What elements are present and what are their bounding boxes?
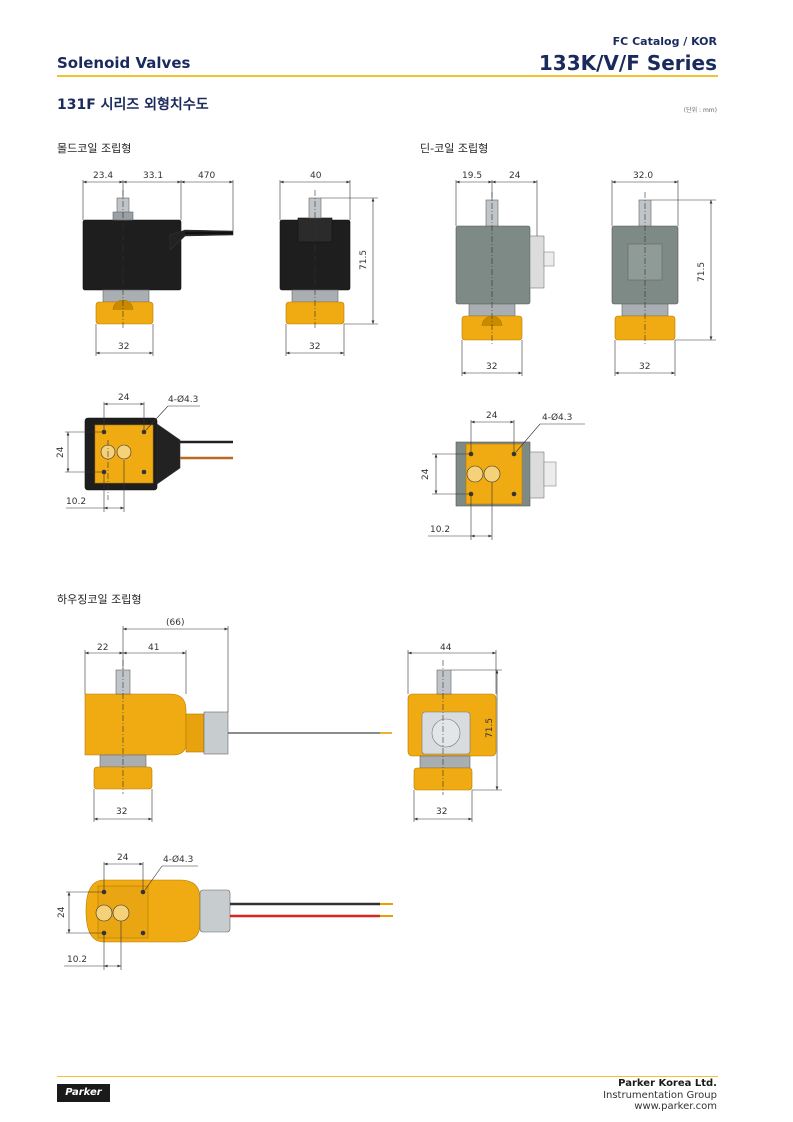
section-molded-coil: 몰드코일 조립형	[57, 142, 132, 155]
footer-company: Parker Korea Ltd.	[618, 1078, 717, 1089]
dim-label: 24	[56, 446, 66, 458]
dim-label: 32.0	[633, 171, 653, 181]
housing-top-view	[64, 862, 393, 970]
dim-label: 23.4	[93, 171, 113, 181]
dim-label: 32	[639, 362, 650, 372]
dim-label: 32	[309, 342, 320, 352]
section-din-coil: 딘-코일 조립형	[420, 142, 489, 155]
dim-label: 44	[440, 643, 452, 653]
molded-side-view	[279, 180, 378, 356]
dim-label: 10.2	[67, 955, 87, 965]
dim-label: 32	[436, 807, 447, 817]
dim-label: 32	[118, 342, 129, 352]
dim-label: 24	[118, 393, 130, 403]
header-section-label: Solenoid Valves	[57, 54, 191, 72]
din-side-view	[611, 180, 716, 376]
section-housing-coil: 하우징코일 조립형	[57, 593, 142, 606]
dim-label: 32	[486, 362, 497, 372]
dim-label: 10.2	[66, 497, 86, 507]
header-divider	[57, 75, 718, 77]
dim-label: 19.5	[462, 171, 482, 181]
dim-label: 4-Ø4.3	[542, 412, 572, 423]
unit-note: (단위 : mm)	[683, 107, 717, 114]
dimension-labels: 23.4 33.1 470 40 71.5 32 32 24 4-Ø4.3 24…	[56, 171, 707, 965]
dim-label: 4-Ø4.3	[168, 394, 198, 405]
dim-label: 4-Ø4.3	[163, 854, 193, 865]
header-catalog-label: FC Catalog / KOR	[612, 35, 717, 48]
din-top-view	[428, 420, 585, 540]
dim-label: 24	[117, 853, 129, 863]
dim-label: 24	[486, 411, 498, 421]
housing-side-view	[407, 650, 502, 822]
page-title: 131F 시리즈 외형치수도	[57, 97, 209, 113]
dim-label: 32	[116, 807, 127, 817]
dim-label: 470	[198, 171, 215, 181]
footer-group: Instrumentation Group	[603, 1090, 717, 1101]
dim-label: 71.5	[359, 250, 369, 270]
footer-divider	[57, 1076, 718, 1077]
dim-label: 40	[310, 171, 322, 181]
dim-label: 22	[97, 643, 108, 653]
dim-label: 41	[148, 643, 159, 653]
dim-label: 71.5	[485, 718, 495, 738]
dim-label: 24	[509, 171, 521, 181]
dim-label: 10.2	[430, 525, 450, 535]
housing-front-view	[84, 626, 392, 822]
header-series-title: 133K/V/F Series	[538, 51, 717, 75]
molded-top-view	[65, 402, 233, 512]
dim-label: 24	[57, 906, 67, 918]
molded-front-view	[82, 180, 234, 356]
dim-label: 24	[421, 468, 431, 480]
footer-website: www.parker.com	[634, 1101, 717, 1112]
dim-label: 33.1	[143, 171, 163, 181]
dim-label: 71.5	[697, 262, 707, 282]
din-front-view	[455, 180, 555, 376]
dim-label: (66)	[166, 618, 184, 628]
parker-logo: Parker	[57, 1084, 110, 1102]
